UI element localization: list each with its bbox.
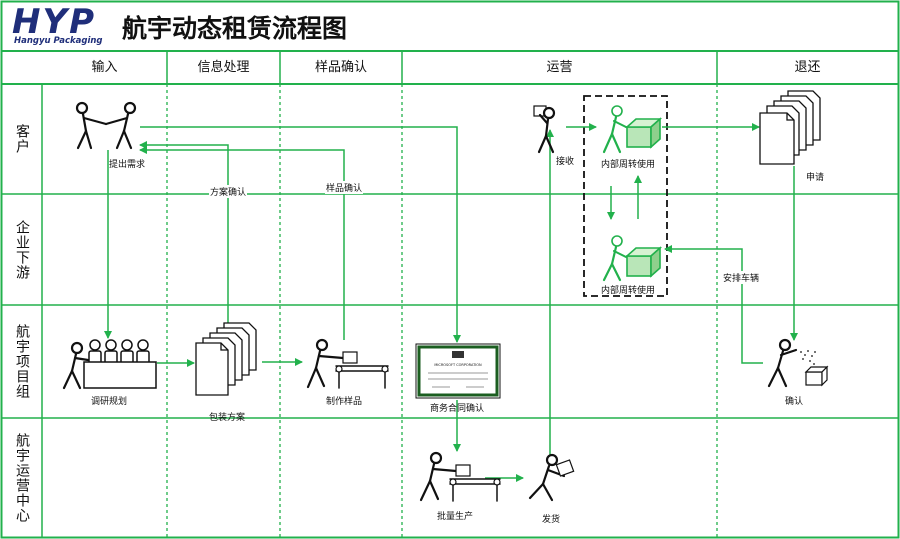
document-stack-icon: [195, 322, 257, 396]
internal-use-icon-customer: [602, 105, 663, 154]
lane-header-operations-center: 航宇运营中心: [2, 418, 42, 538]
step-label-sample-making: 制作样品: [325, 397, 363, 407]
internal-use-icon-downstream: [602, 235, 663, 282]
step-label-requirement: 提出需求: [108, 160, 146, 170]
diagram-title: 航宇动态租赁流程图: [122, 14, 348, 43]
step-label-mass-production: 批量生产: [436, 512, 474, 522]
brand-logo: HYP Hangyu Packaging: [8, 2, 112, 48]
step-label-internal-use-downstream: 内部周转使用: [600, 286, 656, 296]
step-label-research: 调研规划: [90, 397, 128, 407]
step-label-shipping: 发货: [541, 515, 561, 525]
phase-header-sample: 样品确认: [314, 60, 367, 75]
logo-mark: HYP: [12, 2, 96, 42]
certificate-text: MICROSOFT CORPORATION: [434, 363, 482, 367]
lane-header-downstream: 企业下游: [2, 194, 42, 305]
step-label-internal-use-customer: 内部周转使用: [600, 160, 656, 170]
edge-label-plan-confirm: 方案确认: [208, 185, 248, 198]
certificate-icon: MICROSOFT CORPORATION: [415, 343, 501, 399]
application-documents-icon: [759, 90, 821, 165]
lane-label: 航宇运营中心: [14, 433, 30, 523]
lane-header-customer: 客户: [2, 84, 42, 194]
edge-label-sample-confirm: 样品确认: [324, 181, 364, 194]
logo-subtitle: Hangyu Packaging: [14, 36, 103, 46]
lane-label: 客户: [14, 124, 30, 154]
flow-arrows: [104, 123, 798, 482]
meeting-table-icon: [62, 339, 157, 390]
step-label-contract: 商务合同确认: [429, 404, 485, 414]
phase-header-input: 输入: [91, 60, 118, 75]
step-label-confirm-return: 确认: [784, 397, 804, 407]
phase-header-return: 退还: [794, 60, 821, 75]
lane-label: 企业下游: [14, 219, 30, 280]
courier-icon: [528, 453, 575, 502]
production-worker-icon: [419, 451, 501, 502]
step-label-packaging-plan: 包装方案: [208, 413, 246, 423]
receiver-icon: [533, 105, 556, 154]
handshake-icon: [75, 101, 137, 150]
conveyor-worker-icon: [306, 338, 389, 389]
phase-header-operation: 运营: [546, 60, 573, 75]
step-label-arrange-vehicle: 安排车辆: [721, 271, 761, 284]
step-label-apply: 申请: [805, 173, 825, 183]
lane-header-project-team: 航宇项目组: [2, 305, 42, 418]
step-label-receive: 接收: [555, 157, 575, 167]
internal-use-group-box: [583, 95, 668, 297]
phase-header-processing: 信息处理: [197, 60, 250, 75]
lane-label: 航宇项目组: [14, 324, 30, 399]
return-confirm-icon: [767, 338, 829, 388]
